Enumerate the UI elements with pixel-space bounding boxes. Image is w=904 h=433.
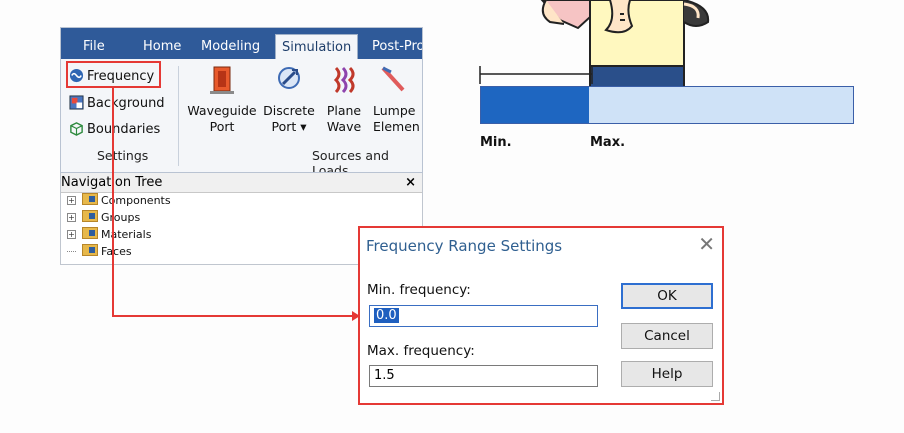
tree-item-label: Components xyxy=(101,194,171,207)
expand-icon[interactable]: + xyxy=(67,213,76,222)
tree-item-faces[interactable]: Faces xyxy=(67,244,132,258)
frequency-button[interactable]: Frequency xyxy=(69,68,154,84)
navigation-tree-header: Navigation Tree × xyxy=(61,173,422,193)
frequency-highlight-box xyxy=(66,61,161,88)
boundaries-icon xyxy=(70,122,83,136)
expand-icon[interactable]: + xyxy=(67,196,76,205)
navigation-tree-title: Navigation Tree xyxy=(61,175,163,190)
boundaries-label: Boundaries xyxy=(87,122,161,137)
min-frequency-input[interactable]: 0.0 xyxy=(369,305,598,327)
max-frequency-label: Max. frequency: xyxy=(367,343,475,359)
ribbon: File Home Modeling Simulation Post-Pro F… xyxy=(60,27,423,173)
min-frequency-value: 0.0 xyxy=(374,308,399,323)
expand-icon[interactable]: + xyxy=(67,230,76,239)
tree-item-label: Groups xyxy=(101,211,141,224)
frequency-range-bar xyxy=(480,86,854,124)
settings-group-label: Settings xyxy=(97,148,149,163)
lumped-element-button[interactable]: Lumpe Elemen xyxy=(373,64,422,135)
lumped-element-label-line1: Lumpe xyxy=(373,103,416,118)
plane-wave-button[interactable]: Plane Wave xyxy=(319,64,369,135)
discrete-port-label-line1: Discrete xyxy=(263,103,315,118)
range-min-label: Min. xyxy=(480,135,512,150)
dialog-title: Frequency Range Settings xyxy=(366,237,563,255)
tab-post-processing[interactable]: Post-Pro xyxy=(372,39,423,54)
tab-modeling[interactable]: Modeling xyxy=(201,39,261,54)
boundaries-button[interactable]: Boundaries xyxy=(69,121,160,137)
tree-item-label: Faces xyxy=(101,245,132,258)
range-max-label: Max. xyxy=(590,135,626,150)
plane-wave-label-line2: Wave xyxy=(326,119,362,134)
ok-button[interactable]: OK xyxy=(621,283,713,309)
tab-home[interactable]: Home xyxy=(143,39,182,54)
discrete-port-button[interactable]: Discrete Port ▾ xyxy=(261,64,317,135)
ribbon-body xyxy=(61,59,422,172)
lumped-element-icon xyxy=(381,66,405,92)
resize-grip-icon[interactable] xyxy=(711,392,720,401)
waveguide-port-button[interactable]: Waveguide Port xyxy=(185,64,259,135)
tab-simulation[interactable]: Simulation xyxy=(275,34,359,59)
sources-group-label: Sources and Loads xyxy=(312,148,389,173)
tree-item-components[interactable]: + Components xyxy=(67,193,171,207)
folder-icon xyxy=(82,244,98,256)
cancel-button[interactable]: Cancel xyxy=(621,323,713,349)
dialog-close-icon[interactable]: ✕ xyxy=(698,232,715,256)
ribbon-tab-bar: File Home Modeling Simulation Post-Pro xyxy=(61,28,422,59)
max-frequency-input[interactable]: 1.5 xyxy=(369,365,598,387)
tab-file[interactable]: File xyxy=(83,39,105,54)
cartoon-illustration xyxy=(540,0,710,88)
folder-icon xyxy=(82,193,98,205)
help-button[interactable]: Help xyxy=(621,361,713,387)
ribbon-separator xyxy=(178,66,179,166)
navigation-tree-close-icon[interactable]: × xyxy=(405,175,416,190)
folder-icon xyxy=(82,227,98,239)
range-bracket xyxy=(479,66,593,84)
waveguide-port-label-line2: Port xyxy=(209,119,235,134)
min-frequency-label: Min. frequency: xyxy=(367,282,471,298)
background-icon xyxy=(69,95,84,110)
frequency-range-fill xyxy=(481,87,589,123)
frequency-icon xyxy=(69,68,84,83)
waveguide-port-label-line1: Waveguide xyxy=(187,103,257,118)
tree-item-groups[interactable]: + Groups xyxy=(67,210,140,224)
frequency-label: Frequency xyxy=(87,69,155,84)
frequency-range-dialog: Frequency Range Settings ✕ Min. frequenc… xyxy=(358,226,724,405)
background-label: Background xyxy=(87,96,165,111)
plane-wave-label-line1: Plane xyxy=(326,103,362,118)
discrete-port-label-line2: Port ▾ xyxy=(271,119,307,134)
plane-wave-icon xyxy=(333,66,355,94)
waveguide-port-icon xyxy=(210,66,234,94)
folder-icon xyxy=(82,210,98,222)
lumped-element-label-line2: Elemen xyxy=(373,119,420,134)
tree-connector xyxy=(67,251,76,252)
discrete-port-icon xyxy=(278,67,300,89)
max-frequency-value: 1.5 xyxy=(374,368,395,383)
background-button[interactable]: Background xyxy=(69,95,165,111)
